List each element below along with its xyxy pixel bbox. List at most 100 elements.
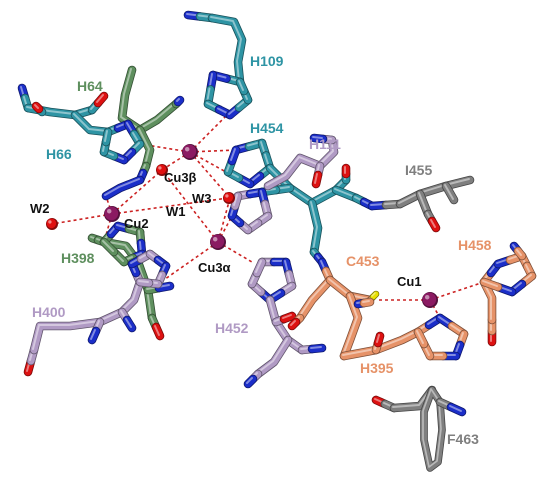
bond	[136, 100, 180, 134]
copper-cu3a	[210, 234, 226, 250]
bond-highlight	[310, 346, 322, 349]
bond-highlight	[376, 334, 380, 343]
bond-highlight	[73, 113, 108, 132]
residue-h66	[17, 83, 145, 165]
sphere-body	[46, 218, 57, 229]
label-cu2: Cu2	[124, 216, 149, 231]
label-h452: H452	[215, 320, 249, 336]
sphere-body	[422, 292, 437, 307]
label-c453: C453	[346, 253, 380, 269]
residue-h109	[183, 10, 253, 120]
bond-highlight	[314, 173, 318, 184]
residue-h458	[479, 241, 537, 347]
sphere-highlight	[424, 294, 430, 300]
bond-highlight	[290, 320, 296, 326]
residue-h452	[227, 187, 327, 389]
bond-highlight	[371, 292, 376, 297]
contact-line	[189, 151, 231, 199]
sphere-highlight	[48, 220, 52, 224]
sphere-body	[223, 192, 234, 203]
sphere-body	[104, 206, 119, 221]
bond-highlight	[138, 128, 150, 166]
bond-highlight	[282, 314, 292, 319]
label-w3: W3	[192, 191, 212, 206]
label-h66: H66	[46, 146, 72, 162]
bond-highlight	[398, 178, 470, 204]
bond	[280, 312, 296, 323]
label-f463: F463	[447, 431, 479, 447]
residue-f463	[371, 385, 467, 472]
bond-highlight	[104, 178, 140, 196]
bond-highlight	[430, 219, 436, 228]
contact-line	[217, 215, 233, 243]
label-h454: H454	[250, 120, 284, 136]
water-w3	[223, 192, 235, 204]
bond-highlight	[34, 104, 39, 109]
contact-line	[111, 197, 229, 215]
bond	[253, 258, 266, 277]
bond-highlight	[233, 194, 238, 206]
bond-highlight	[298, 278, 330, 318]
bond	[340, 328, 422, 360]
bond-highlight	[362, 300, 370, 303]
label-cu3a: Cu3α	[198, 260, 231, 275]
contact-line	[51, 213, 113, 225]
bond-highlight	[246, 377, 253, 384]
contact-line	[157, 241, 219, 285]
bond-highlight	[102, 240, 114, 252]
bond-highlight	[342, 330, 418, 356]
residue-i455	[367, 175, 475, 233]
water-w2	[46, 218, 58, 230]
label-h395: H395	[360, 360, 394, 376]
bond	[296, 276, 334, 322]
bond-highlight	[138, 102, 176, 130]
contact-line	[111, 169, 163, 215]
bond	[102, 176, 144, 200]
residue-h395	[339, 297, 469, 361]
bond-highlight	[418, 192, 428, 214]
sphere-body	[210, 234, 225, 249]
bond-highlight	[90, 329, 96, 340]
copper-cu2	[104, 206, 120, 222]
bond	[244, 375, 257, 388]
bond-highlight	[444, 184, 454, 200]
residue-labels: H109 H64 H66 H454 H111 I455 Cu3β W2 Cu2 …	[30, 53, 492, 447]
bond-highlight	[268, 298, 302, 350]
bond	[396, 176, 474, 208]
label-cu1: Cu1	[397, 274, 422, 289]
sphere-highlight	[225, 194, 229, 198]
label-w2: W2	[30, 201, 50, 216]
bond	[155, 282, 174, 292]
bond	[174, 96, 184, 106]
bond	[88, 327, 100, 344]
bond-highlight	[255, 260, 262, 273]
bond-highlight	[154, 325, 160, 336]
bond-highlight	[342, 294, 358, 356]
bond-highlight	[266, 138, 334, 186]
bond	[102, 128, 112, 146]
bond-highlight	[312, 136, 323, 139]
bond-highlight	[334, 188, 356, 198]
bond	[312, 171, 322, 188]
bond-highlight	[310, 201, 318, 252]
bond-highlight	[176, 98, 180, 102]
water-w1	[156, 164, 168, 176]
bond-highlight	[256, 338, 288, 374]
residue-c453	[287, 257, 380, 361]
label-cu3b: Cu3β	[164, 170, 197, 185]
label-h400: H400	[32, 304, 66, 320]
label-h64: H64	[77, 78, 103, 94]
sphere-body	[182, 144, 197, 159]
label-h109: H109	[250, 53, 284, 69]
bond-highlight	[96, 94, 104, 103]
bond-highlight	[449, 405, 462, 412]
bond	[94, 92, 108, 107]
contact-line	[429, 281, 485, 301]
label-i455: I455	[405, 162, 432, 178]
residue-h111	[263, 133, 339, 191]
bond-highlight	[104, 130, 108, 142]
copper-cu1	[422, 292, 438, 308]
contact-line	[189, 111, 231, 153]
bond	[254, 336, 292, 378]
